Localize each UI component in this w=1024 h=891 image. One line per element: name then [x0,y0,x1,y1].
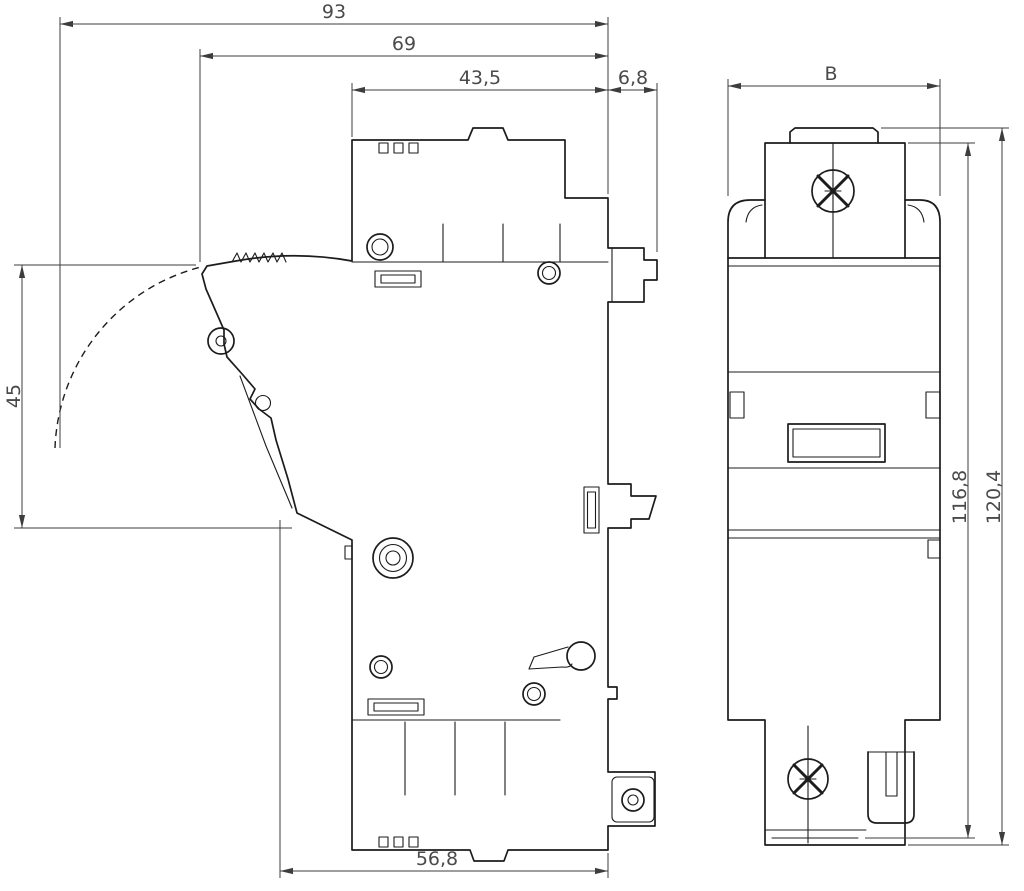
front-left-wing [727,199,766,259]
dim-120-4-label: 120,4 [983,470,1005,524]
rivet-bottom-left-hole [373,659,389,675]
bottom-notch-3 [408,836,419,848]
arrowhead [595,86,608,94]
arrowhead [595,20,608,28]
lever-serration [231,252,287,263]
left-edge-nub [344,545,353,560]
arrowhead [595,52,608,60]
dimension-56-8: 56,8 [279,520,609,878]
front-right-wing [904,199,941,259]
arrowhead [18,265,26,278]
din-clip-bottom-screw [621,788,645,812]
lever-inner-edge [239,375,293,509]
release-fork [867,751,915,824]
label-window [787,423,886,463]
rivet-top-right [537,261,561,285]
arrowhead [595,867,608,875]
dimension-120-4: 120,4 [881,127,1009,846]
din-clip-bottom-body [611,776,655,823]
dim-B-label: B [824,63,837,85]
center-boss-hole [385,550,401,566]
arrowhead [998,128,1006,141]
terminal-window-top [374,270,422,288]
side-view-outline [201,127,658,862]
dim-56-8-label: 56,8 [416,848,458,870]
dimension-43-5: 43,5 [351,67,608,137]
lever-pivot-hole [215,335,227,347]
terminal-window-bottom [367,698,425,716]
bottom-screw-circle [787,758,829,800]
side-view [54,127,658,862]
arrowhead [280,867,293,875]
top-screw-circle [811,169,855,213]
arrowhead [18,515,26,528]
front-side-tab-left [729,391,745,419]
arrowhead [352,86,365,94]
lever-pivot-circle [207,327,235,355]
top-notch-2 [393,142,404,154]
front-top-tab [789,127,879,144]
front-top-block [764,142,906,259]
arrowhead [608,86,621,94]
terminal-window-top-inner [380,274,416,284]
bottom-notch-2 [393,836,404,848]
rivet-top-left [366,233,394,261]
lever-swing-arc [54,266,202,449]
label-window-inner [792,428,881,458]
dim-45-label: 45 [3,384,25,408]
dim-93-label: 93 [322,1,346,23]
right-slot-inner [586,491,597,529]
rivet-top-right-hole [541,265,557,281]
bottom-screw-cross-plus [799,770,817,788]
dimension-6-8: 6,8 [608,67,658,252]
front-right-wing-detail [907,204,925,223]
dim-43-5-label: 43,5 [459,67,501,89]
center-boss-mid [378,543,408,573]
dim-6-8-label: 6,8 [618,67,648,89]
dim-116-8-label: 116,8 [949,470,971,524]
front-right-edge-notch [927,539,941,559]
arrowhead [998,832,1006,845]
rivet-bottom-mid-hole [526,686,542,702]
right-slot [583,486,600,534]
lever-hook-circle [254,394,272,412]
top-notch-3 [408,142,419,154]
arrowhead [964,825,972,838]
bottom-notch-1 [378,836,389,848]
dimension-116-8: 116,8 [865,142,975,839]
dimension-69: 69 [199,33,608,262]
front-side-tab-right [925,391,941,419]
dim-69-label: 69 [392,33,416,55]
center-boss-outer [372,537,414,579]
arrowhead [200,52,213,60]
release-fork-slot [885,751,898,797]
dimension-93: 93 [59,1,609,448]
rivet-top-left-hole [371,238,389,256]
dimension-B: B [727,63,941,196]
din-clip-bottom-screw-hole [627,794,639,806]
dimension-45: 45 [3,264,292,529]
terminal-window-bottom-inner [373,702,419,712]
arrowhead [728,82,741,90]
arrowhead [927,82,940,90]
arrowhead [60,20,73,28]
cam-lock-arm [528,646,573,670]
front-left-wing-detail [745,204,763,223]
front-body-outline [727,257,941,846]
top-notch-1 [378,142,389,154]
front-view [727,127,941,846]
top-screw-cross-plus [824,182,842,200]
cam-lock-circle [566,641,596,671]
arrowhead [644,86,657,94]
rivet-bottom-mid [522,682,546,706]
rivet-bottom-left [369,655,393,679]
arrowhead [964,143,972,156]
